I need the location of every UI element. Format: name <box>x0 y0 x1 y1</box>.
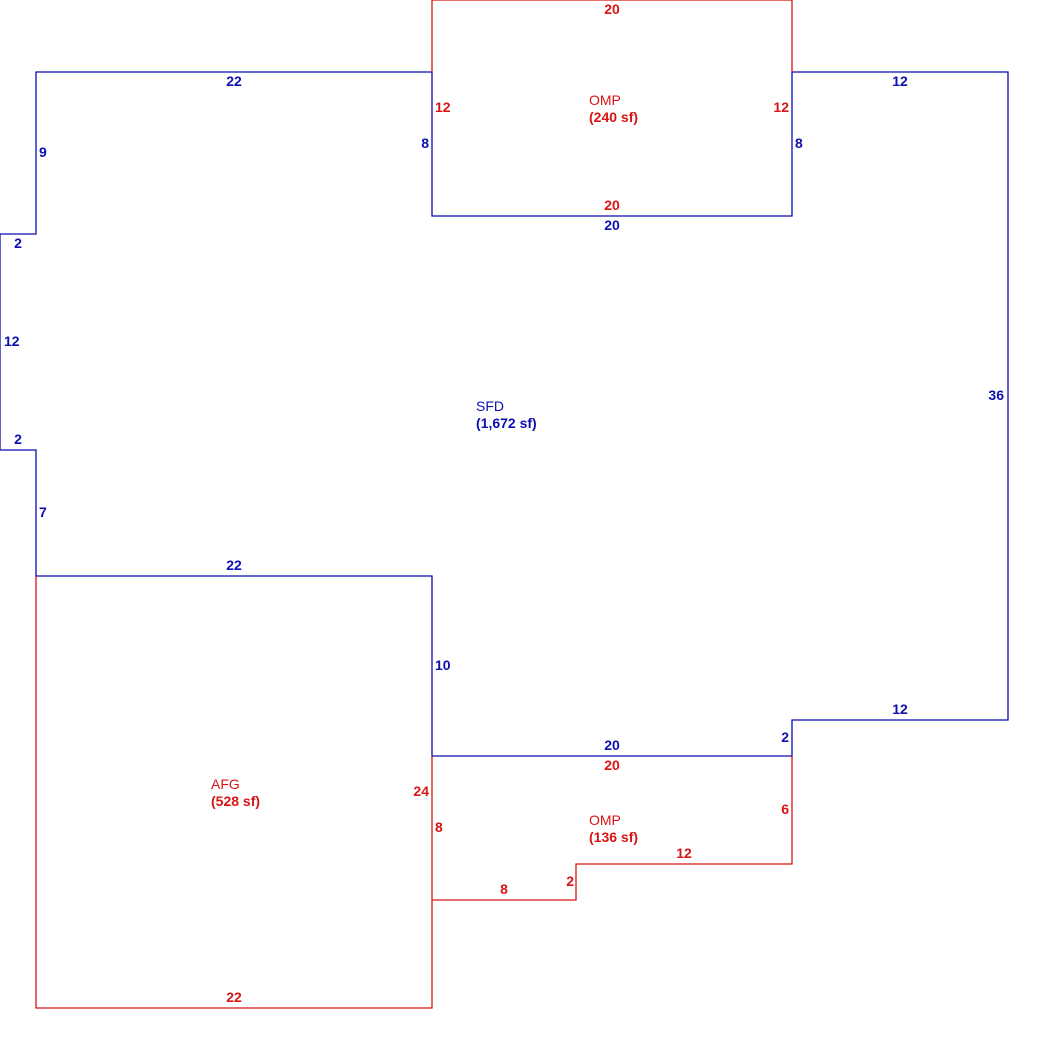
sfd-outline <box>0 71 1009 757</box>
sfd-dim-bottom-right: 12 <box>892 701 908 717</box>
sfd-dim-top-left: 22 <box>226 73 242 89</box>
omp-top-square-feet: (240 sf) <box>589 109 638 125</box>
sfd-area-label: SFD (1,672 sf) <box>476 398 537 431</box>
afg-dim-top: 22 <box>226 989 242 1005</box>
sfd-dim-garage-top: 22 <box>226 557 242 573</box>
omp-bottom-outline <box>432 756 793 901</box>
sfd-dim-step: 2 <box>781 729 789 745</box>
sfd-dim-bottom-middle: 20 <box>604 737 620 753</box>
omp-top-dim-right: 12 <box>773 99 789 115</box>
afg-dimensions: 22 24 22 <box>226 783 429 1005</box>
omp-top-outline <box>431 0 793 72</box>
sfd-name: SFD <box>476 398 504 414</box>
omp-bottom-dimensions: 20 6 12 2 8 8 <box>435 757 789 897</box>
sfd-dim-garage-side: 10 <box>435 657 451 673</box>
sfd-dim-right: 36 <box>988 387 1004 403</box>
sfd-dim-porch-bottom: 20 <box>604 217 620 233</box>
sfd-dim-left-upper: 9 <box>39 144 47 160</box>
omp-top-dim-left: 12 <box>435 99 451 115</box>
omp-bottom-dim-left: 8 <box>435 819 443 835</box>
sfd-dim-porch-right: 8 <box>795 135 803 151</box>
sfd-dim-bump-bottom: 2 <box>14 431 22 447</box>
omp-top-name: OMP <box>589 92 621 108</box>
omp-top-dim-top: 20 <box>604 1 620 17</box>
sfd-dim-bump-top: 2 <box>14 235 22 251</box>
sfd-dim-bump-side: 12 <box>4 333 20 349</box>
sfd-square-feet: (1,672 sf) <box>476 415 537 431</box>
omp-bottom-dim-bottom: 8 <box>500 881 508 897</box>
omp-bottom-dim-step: 2 <box>566 873 574 889</box>
afg-dim-right: 24 <box>413 783 429 799</box>
sfd-dim-porch-left: 8 <box>421 135 429 151</box>
afg-name: AFG <box>211 776 240 792</box>
sfd-dim-top-right: 12 <box>892 73 908 89</box>
omp-top-area-label: OMP (240 sf) <box>589 92 638 125</box>
omp-top-dim-bottom: 20 <box>604 197 620 213</box>
omp-bottom-dim-right: 6 <box>781 801 789 817</box>
afg-area-label: AFG (528 sf) <box>211 776 260 809</box>
omp-bottom-name: OMP <box>589 812 621 828</box>
sfd-dim-left-lower: 7 <box>39 504 47 520</box>
afg-square-feet: (528 sf) <box>211 793 260 809</box>
omp-bottom-area-label: OMP (136 sf) <box>589 812 638 845</box>
afg-outline <box>35 576 433 1009</box>
omp-bottom-dim-lower-right: 12 <box>676 845 692 861</box>
sfd-dimensions: 22 9 2 12 2 7 22 10 20 2 12 36 12 8 20 8 <box>4 73 1004 753</box>
omp-bottom-dim-top: 20 <box>604 757 620 773</box>
omp-bottom-square-feet: (136 sf) <box>589 829 638 845</box>
omp-top-dimensions: 20 12 12 20 <box>435 1 789 213</box>
